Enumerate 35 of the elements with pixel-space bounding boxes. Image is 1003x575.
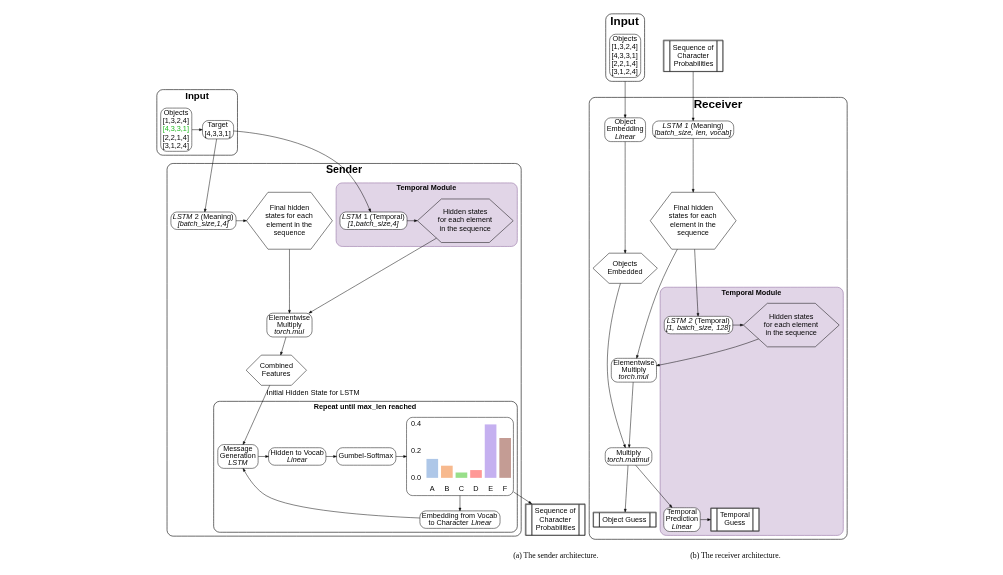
- bar: [498, 438, 511, 478]
- arrow: [623, 465, 628, 513]
- arrow: [308, 237, 437, 314]
- arrow: [635, 249, 678, 359]
- arrow: [691, 71, 694, 122]
- arrow: [512, 491, 532, 504]
- bar: [440, 465, 453, 478]
- arrow: [191, 128, 203, 131]
- bar: [425, 458, 438, 478]
- arrow: [627, 381, 633, 448]
- arrow: [691, 138, 694, 193]
- arrow: [655, 338, 759, 367]
- arrow: [732, 323, 744, 327]
- arrow: [699, 518, 711, 521]
- arrow: [232, 130, 371, 213]
- arrow: [406, 219, 418, 222]
- arrow: [606, 283, 626, 448]
- arrow: [279, 336, 286, 356]
- arrow: [623, 141, 626, 254]
- arrow: [693, 249, 699, 317]
- arrow: [235, 219, 247, 222]
- arrow: [623, 81, 626, 118]
- arrow: [257, 455, 269, 458]
- label: (b) The receiver architecture.: [689, 551, 781, 561]
- arrow: [242, 385, 270, 445]
- arrow: [395, 455, 407, 458]
- bar: [469, 470, 482, 478]
- label: (a) The sender architecture.: [512, 551, 598, 561]
- arrow: [458, 495, 461, 512]
- arrow: [287, 249, 291, 314]
- arrow: [242, 468, 420, 519]
- bar: [484, 424, 496, 478]
- arrow: [325, 455, 337, 458]
- arrow: [203, 138, 217, 213]
- arrow: [635, 465, 672, 508]
